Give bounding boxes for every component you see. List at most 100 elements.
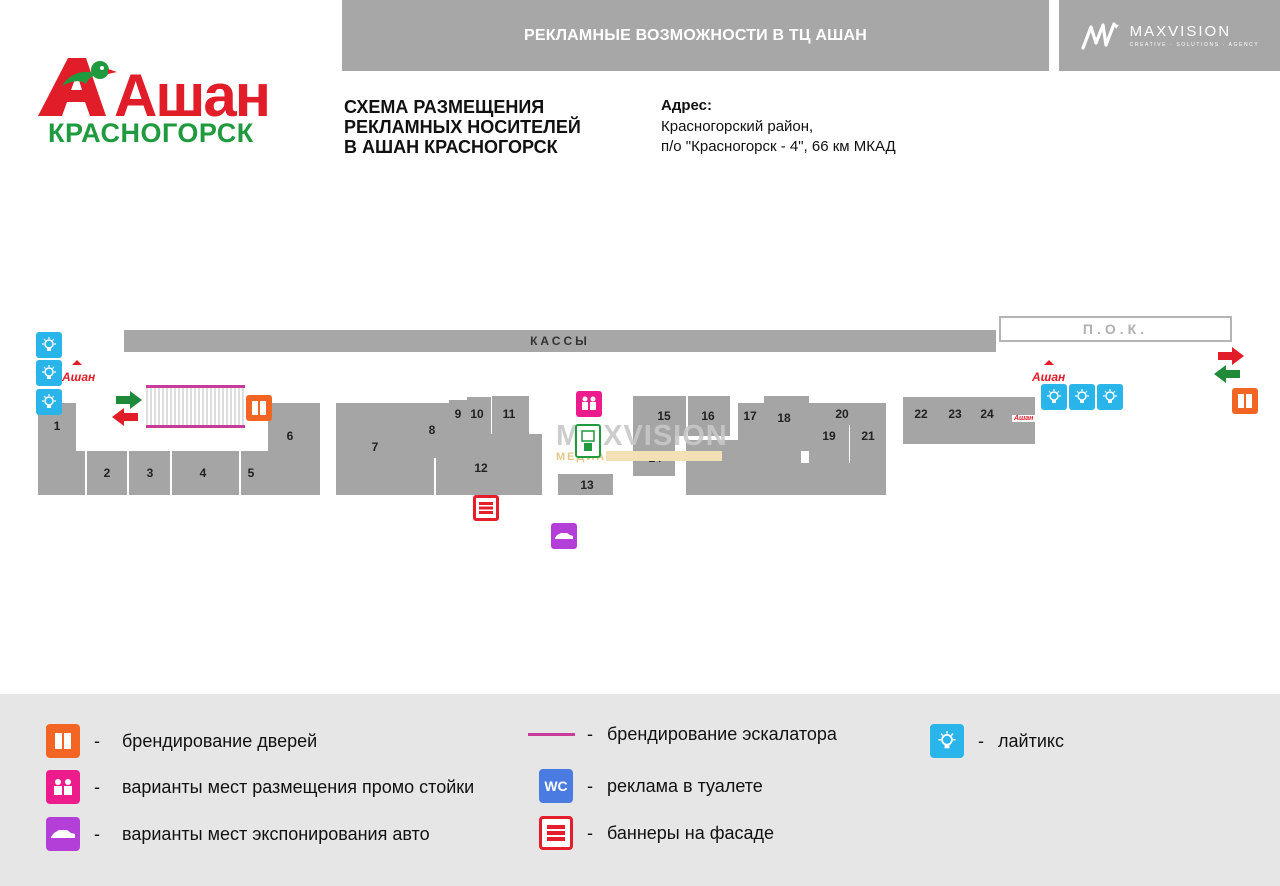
lightbox-icon[interactable] [1069, 384, 1095, 410]
lightbox-icon[interactable] [1097, 384, 1123, 410]
escalator[interactable] [146, 385, 245, 428]
legend-label: варианты мест размещения промо стойки [122, 776, 475, 797]
unit-label: 1 [53, 419, 61, 433]
brand-logo: Ашан [34, 52, 280, 129]
partner-logo: MAXVISION CREATIVE · SOLUTIONS · AGENCY [1059, 0, 1280, 71]
lightbox-icon[interactable] [36, 360, 62, 386]
legend-dash: - [978, 730, 984, 751]
banner-icon [539, 816, 573, 850]
brand-logo-text: Ашан [114, 62, 269, 120]
unit-label: 13 [580, 478, 594, 492]
unit-10[interactable] [467, 397, 491, 440]
unit-label: 19 [822, 429, 836, 443]
auchan-mini-logo: Ашан [1012, 415, 1036, 422]
unit-16[interactable] [688, 396, 730, 436]
legend-dash: - [587, 775, 593, 796]
legend-item-banner: - баннеры на фасаде [539, 816, 774, 850]
unit-label: 3 [146, 466, 154, 480]
address-label: Адрес: [661, 97, 712, 114]
unit-label: 23 [948, 407, 962, 421]
cashiers-label: КАССЫ [530, 334, 590, 348]
cashiers-zone: КАССЫ [124, 330, 996, 352]
legend-label: лайтикс [998, 730, 1064, 751]
unit-3[interactable] [129, 451, 170, 495]
car-icon[interactable] [551, 523, 577, 549]
unit-20[interactable] [830, 403, 852, 425]
legend-dash: - [94, 823, 100, 844]
door-icon[interactable] [1232, 388, 1258, 414]
unit-label: 18 [777, 411, 791, 425]
legend-item-car: - варианты мест экспонирования авто [46, 817, 430, 851]
promo-stand-icon[interactable] [576, 391, 602, 417]
scheme-title-line: В АШАН КРАСНОГОРСК [344, 137, 558, 157]
escalator-branding-line [146, 425, 245, 428]
escalator-line-icon [528, 733, 575, 736]
unit-label: 24 [980, 407, 994, 421]
info-kiosk-icon [575, 424, 601, 458]
car-icon [46, 817, 80, 851]
unit-label: 16 [701, 409, 715, 423]
arrow-right-icon [116, 391, 142, 409]
lightbox-icon[interactable] [36, 389, 62, 415]
header-banner-title: РЕКЛАМНЫЕ ВОЗМОЖНОСТИ В ТЦ АШАН [524, 26, 867, 44]
unit-block-right [801, 463, 886, 495]
unit-12[interactable] [436, 434, 542, 495]
arrow-right-icon [1218, 347, 1244, 365]
address-line: Красногорский район, [661, 118, 814, 135]
scheme-title: СХЕМА РАЗМЕЩЕНИЯ РЕКЛАМНЫХ НОСИТЕЛЕЙ В А… [344, 97, 581, 157]
unit-block-left [38, 451, 85, 495]
unit-17[interactable] [738, 403, 764, 440]
maxvision-logo-icon [1081, 21, 1119, 50]
auchan-roof-icon [1044, 360, 1054, 365]
unit-label: 17 [743, 409, 757, 423]
lightbox-icon[interactable] [1041, 384, 1067, 410]
partner-logo-tagline: CREATIVE · SOLUTIONS · AGENCY [1129, 42, 1260, 48]
legend-dash: - [94, 730, 100, 751]
unit-label: 22 [914, 407, 928, 421]
auchan-mini-logo: Ашан [1032, 370, 1066, 384]
unit-11[interactable] [492, 396, 529, 434]
unit-6[interactable] [268, 403, 320, 473]
legend-item-escalator: - брендирование эскалатора [528, 724, 837, 745]
door-icon[interactable] [246, 395, 272, 421]
unit-label: 6 [286, 429, 294, 443]
scheme-title-line: СХЕМА РАЗМЕЩЕНИЯ [344, 97, 545, 117]
address-line: п/о "Красногорск - 4", 66 км МКАД [661, 138, 896, 155]
pok-zone: П.О.К. [999, 316, 1232, 342]
brand-logo-graphic: Ашан [38, 58, 271, 129]
unit-15[interactable] [658, 396, 686, 436]
lightbox-icon [930, 724, 964, 758]
unit-18[interactable] [764, 396, 809, 451]
legend-item-doors: - брендирование дверей [46, 724, 317, 758]
legend-label: баннеры на фасаде [607, 822, 775, 843]
unit-2[interactable] [87, 451, 127, 495]
unit-13[interactable] [558, 474, 613, 495]
facade-banner-icon[interactable] [473, 495, 499, 521]
floor-plan: КАССЫ П.О.К. 1 2 3 4 5 6 7 8 9 10 11 12 … [0, 300, 1280, 560]
arrow-left-icon [112, 408, 138, 426]
brand-city: КРАСНОГОРСК [48, 118, 254, 148]
legend-dash: - [587, 822, 593, 843]
unit-label: 8 [428, 423, 436, 437]
legend-label: брендирование дверей [122, 730, 318, 751]
header-banner: РЕКЛАМНЫЕ ВОЗМОЖНОСТИ В ТЦ АШАН [342, 0, 1049, 71]
legend: - брендирование дверей - варианты мест р… [0, 694, 1280, 886]
unit-label: 20 [835, 407, 849, 421]
watermark-bar [606, 451, 722, 461]
unit-24[interactable] [973, 397, 1008, 444]
unit-label: 4 [199, 466, 207, 480]
unit-9[interactable] [449, 400, 467, 440]
unit-4[interactable] [172, 451, 239, 495]
unit-23[interactable] [939, 397, 973, 444]
lightbox-icon[interactable] [36, 332, 62, 358]
promo-stand-icon [46, 770, 80, 804]
unit-22[interactable] [903, 397, 939, 444]
door-icon [46, 724, 80, 758]
legend-dash: - [94, 776, 100, 797]
escalator-branding-line [146, 385, 245, 388]
unit-label: 11 [502, 407, 516, 421]
arrow-left-icon [1214, 365, 1240, 383]
unit-label: 7 [371, 440, 379, 454]
unit-label: 15 [657, 409, 671, 423]
wc-icon: WC [539, 769, 573, 803]
